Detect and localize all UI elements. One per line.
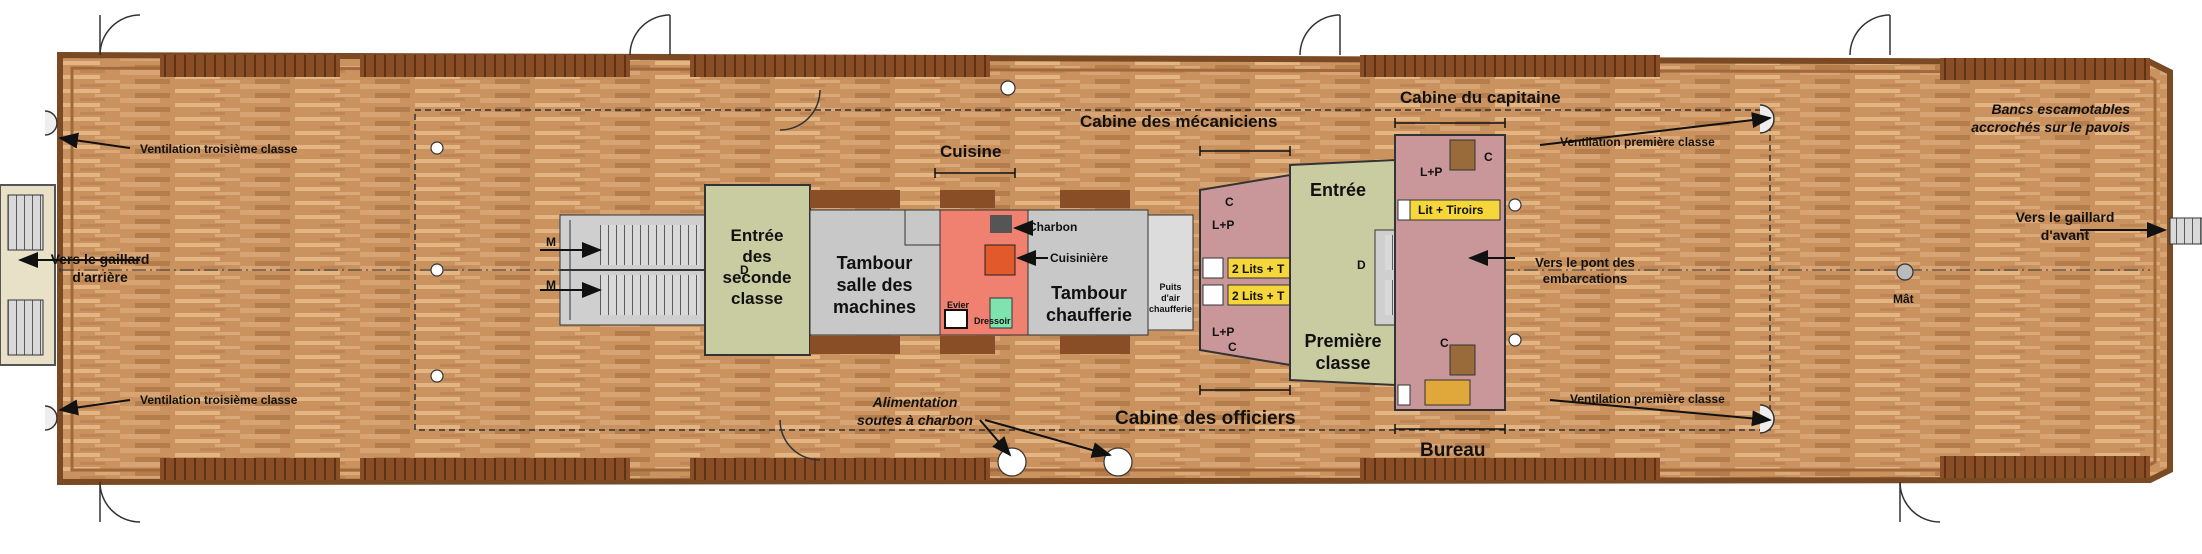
label-d-1: D (740, 263, 749, 277)
stove (984, 244, 1016, 276)
kitchen-corner (904, 209, 941, 246)
label-evier: Evier (947, 300, 970, 310)
coal-bin (990, 215, 1012, 233)
label-c-4: C (1440, 336, 1449, 350)
stern-step-top (7, 194, 44, 251)
label-vent-troisieme-top: Ventilation troisième classe (140, 142, 298, 156)
label-m-2: M (546, 278, 556, 292)
label-lp-1: L+P (1212, 218, 1235, 232)
label-cabine-capitaine: Cabine du capitaine (1400, 88, 1561, 107)
desk (1424, 379, 1471, 406)
benches-top (160, 55, 2150, 80)
door-swings (99, 14, 1941, 523)
label-m-1: M (546, 235, 556, 249)
label-vent-troisieme-bottom: Ventilation troisième classe (140, 393, 298, 407)
label-c-3: C (1484, 150, 1493, 164)
benches-bottom (160, 456, 2150, 480)
label-lit-tiroirs: Lit + Tiroirs (1418, 203, 1484, 217)
label-cuisine: Cuisine (940, 142, 1002, 161)
dresser (989, 297, 1013, 329)
second-class-entrance (704, 184, 811, 356)
dimension-marks (934, 118, 1506, 434)
label-c-1: C (1225, 195, 1234, 209)
label-2lits-1: 2 Lits + T (1232, 262, 1285, 276)
label-2lits-2: 2 Lits + T (1232, 289, 1285, 303)
boiler-room-casing (1027, 209, 1149, 336)
label-cabine-officiers: Cabine des officiers (1115, 408, 1296, 429)
label-bureau: Bureau (1420, 440, 1486, 461)
label-lp-3: L+P (1420, 165, 1443, 179)
air-shaft (1147, 214, 1194, 331)
label-vent-premiere-top: Ventilation première classe (1560, 135, 1715, 149)
label-c-2: C (1228, 340, 1237, 354)
label-cabine-mecaniciens: Cabine des mécaniciens (1080, 112, 1278, 131)
stern-step-bottom (7, 299, 44, 356)
wardrobe-top (1449, 139, 1476, 171)
wardrobe-bottom (1449, 344, 1476, 376)
label-vent-premiere-bottom: Ventilation première classe (1570, 392, 1725, 406)
sink (944, 309, 968, 329)
label-lp-2: L+P (1212, 325, 1235, 339)
label-entree-premiere: Entrée (1310, 180, 1367, 200)
label-d-2: D (1357, 258, 1366, 272)
bow-ladder (2169, 217, 2202, 245)
deck-fittings (430, 80, 1914, 477)
label-dressoir: Dressoir (974, 316, 1011, 326)
label-mat: Mât (1893, 292, 1914, 306)
label-charbon: Charbon (1028, 220, 1078, 234)
label-cuisiniere: Cuisinière (1050, 251, 1109, 265)
pointer-arrows (18, 112, 2167, 458)
